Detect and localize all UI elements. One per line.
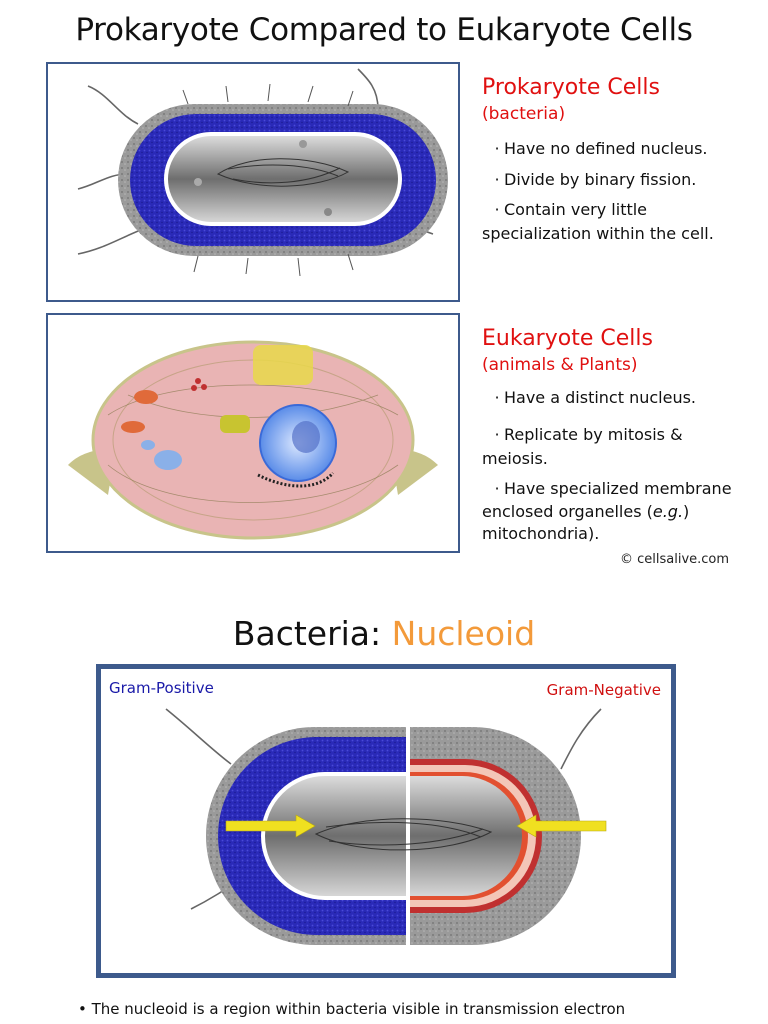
eukaryote-heading: Eukaryote Cells <box>482 326 653 351</box>
prokaryote-bullet: ·Contain very little <box>494 200 648 219</box>
prokaryote-bullet-continued: specialization within the cell. <box>482 224 714 243</box>
prokaryote-cell-figure <box>46 62 460 302</box>
prokaryote-heading: Prokaryote Cells <box>482 75 660 100</box>
eukaryote-bullet: ·Have specialized membrane <box>494 479 732 498</box>
eukaryote-bullet-continued: meiosis. <box>482 449 548 468</box>
gram-positive-label: Gram-Positive <box>109 679 214 697</box>
eukaryote-bullet-continued: mitochondria). <box>482 524 600 543</box>
eukaryote-subheading: (animals & Plants) <box>482 355 638 375</box>
prokaryote-subheading: (bacteria) <box>482 104 566 124</box>
credit-text: © cellsalive.com <box>620 552 730 567</box>
page-title: Prokaryote Compared to Eukaryote Cells <box>75 12 693 48</box>
eukaryote-bullet: ·Have a distinct nucleus. <box>494 388 697 407</box>
eukaryote-cell-figure <box>46 313 460 553</box>
eukaryote-cell-illustration <box>68 340 438 540</box>
gram-negative-label: Gram-Negative <box>546 681 661 699</box>
prokaryote-bullet: ·Have no defined nucleus. <box>494 139 708 158</box>
prokaryote-bullet: ·Divide by binary fission. <box>494 170 697 189</box>
prokaryote-cell-illustration <box>77 68 448 277</box>
eukaryote-bullet-continued: enclosed organelles (e.g.) <box>482 502 690 521</box>
eukaryote-bullet: ·Replicate by mitosis & <box>494 425 683 444</box>
footnote: • The nucleoid is a region within bacter… <box>78 1000 626 1018</box>
gram-comparison-illustration <box>165 708 607 945</box>
section-title: Bacteria: Nucleoid <box>232 614 536 653</box>
gram-comparison-figure: Gram-Positive Gram-Negative <box>96 664 676 978</box>
